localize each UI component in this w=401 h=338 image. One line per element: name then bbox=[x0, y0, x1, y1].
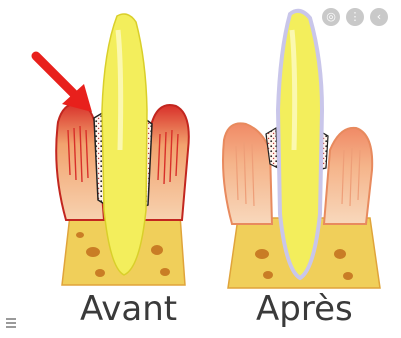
before-bone-spot bbox=[95, 269, 105, 277]
after-bone-spot bbox=[334, 249, 346, 259]
menu-icon-bar bbox=[6, 326, 16, 328]
more-icon[interactable]: ⋮ bbox=[346, 8, 364, 26]
after-gum-left bbox=[223, 123, 272, 224]
before-bone-spot bbox=[86, 247, 100, 257]
before-bone-spot bbox=[151, 245, 163, 255]
back-icon[interactable]: ‹ bbox=[370, 8, 388, 26]
after-bone-spot bbox=[255, 249, 269, 259]
label-before: Avant bbox=[80, 292, 177, 326]
label-after: Après bbox=[256, 292, 353, 326]
after-bone-spot bbox=[263, 271, 273, 279]
before-illustration bbox=[36, 14, 189, 285]
menu-icon-bar bbox=[6, 322, 16, 324]
arrow-icon bbox=[36, 56, 92, 112]
before-bone-spot bbox=[76, 232, 84, 238]
lens-icon[interactable]: ◎ bbox=[322, 8, 340, 26]
after-tooth bbox=[278, 11, 322, 278]
before-bone-spot bbox=[160, 268, 170, 276]
after-illustration bbox=[223, 11, 380, 288]
after-gum-right bbox=[324, 128, 372, 224]
before-tooth-highlight bbox=[118, 30, 121, 150]
menu-icon-bar bbox=[6, 318, 16, 320]
after-bone-spot bbox=[343, 272, 353, 280]
after-tooth-highlight bbox=[292, 30, 295, 150]
before-tooth bbox=[102, 14, 147, 275]
menu-icon[interactable] bbox=[6, 318, 16, 328]
